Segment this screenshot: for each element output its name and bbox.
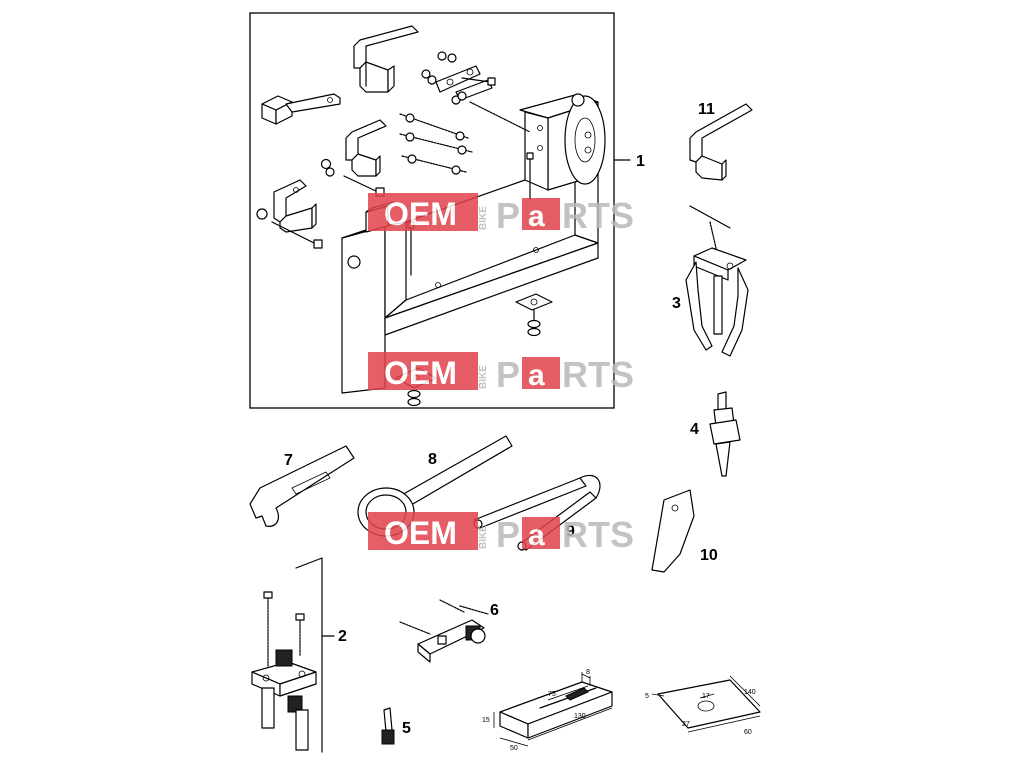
hex-bolts bbox=[256, 51, 496, 249]
svg-text:BIKE: BIKE bbox=[478, 365, 489, 389]
dim-plate-hole: 17 bbox=[702, 693, 710, 700]
svg-text:a: a bbox=[528, 359, 545, 392]
svg-text:OEM: OEM bbox=[384, 515, 457, 551]
u-bracket-lower bbox=[273, 179, 317, 233]
callout-7: 7 bbox=[284, 452, 293, 469]
callout-1: 1 bbox=[636, 153, 645, 170]
callout-9: 9 bbox=[566, 523, 575, 540]
item-4-extractor-pin: 4 bbox=[690, 391, 741, 477]
callout-10: 10 bbox=[700, 547, 718, 564]
watermark-bottom: OEM BIKE P a RTS bbox=[368, 512, 634, 555]
item-10-plate: 10 bbox=[651, 489, 718, 573]
svg-text:RTS: RTS bbox=[562, 195, 634, 236]
arm-block bbox=[261, 93, 341, 125]
watermark-middle: OEM BIKE P a RTS bbox=[368, 352, 634, 395]
dim-plate-thickness: 5 bbox=[645, 693, 649, 700]
item-2-crankshaft-puller: 2 bbox=[251, 557, 347, 753]
foot-plate-center bbox=[515, 293, 553, 337]
dim-plate-length: 140 bbox=[744, 689, 756, 696]
dim-gauge-width: 50 bbox=[510, 745, 518, 752]
u-bracket-top bbox=[353, 25, 419, 93]
dim-gauge-depth: 130 bbox=[574, 713, 586, 720]
dim-plate-offset: 27 bbox=[682, 721, 690, 728]
item-1-frame-box bbox=[249, 12, 615, 409]
engine-stand-frame bbox=[341, 94, 599, 394]
svg-text:RTS: RTS bbox=[562, 354, 634, 395]
svg-text:a: a bbox=[528, 200, 545, 233]
callout-8: 8 bbox=[428, 451, 437, 468]
dim-gauge-height: 15 bbox=[482, 717, 490, 724]
item-6-flywheel-puller: 6 bbox=[399, 599, 499, 663]
dim-gauge-top: 8 bbox=[586, 669, 590, 676]
svg-text:BIKE: BIKE bbox=[478, 525, 489, 549]
callout-3: 3 bbox=[672, 295, 681, 312]
gauge-block: 8 75 130 15 50 bbox=[482, 669, 613, 752]
callout-2: 2 bbox=[338, 628, 347, 645]
item-1-engine-stand-group: 1 bbox=[249, 12, 645, 409]
item-7-hook-spanner: 7 bbox=[249, 445, 355, 527]
item-11-bracket: 11 bbox=[689, 101, 753, 181]
dim-gauge-length: 75 bbox=[548, 691, 556, 698]
dim-plate-width: 60 bbox=[744, 729, 752, 736]
watermark-top: OEM BIKE P a RTS bbox=[368, 193, 634, 236]
svg-text:P: P bbox=[496, 195, 520, 236]
item-5-bit: 5 bbox=[381, 707, 411, 745]
svg-text:P: P bbox=[496, 354, 520, 395]
threaded-rods bbox=[399, 101, 531, 175]
callout-4: 4 bbox=[690, 421, 699, 438]
svg-text:OEM: OEM bbox=[384, 355, 457, 391]
svg-text:BIKE: BIKE bbox=[478, 206, 489, 230]
svg-text:P: P bbox=[496, 514, 520, 555]
item-3-gear-puller: 3 bbox=[672, 205, 749, 357]
svg-text:OEM: OEM bbox=[384, 196, 457, 232]
callout-5: 5 bbox=[402, 720, 411, 737]
svg-text:RTS: RTS bbox=[562, 514, 634, 555]
flat-plate: 5 140 17 27 60 bbox=[645, 675, 761, 736]
svg-text:a: a bbox=[528, 519, 545, 552]
rotating-flange bbox=[537, 93, 606, 185]
u-bracket-mid bbox=[345, 119, 387, 177]
callout-11: 11 bbox=[698, 101, 715, 118]
callout-6: 6 bbox=[490, 602, 499, 619]
